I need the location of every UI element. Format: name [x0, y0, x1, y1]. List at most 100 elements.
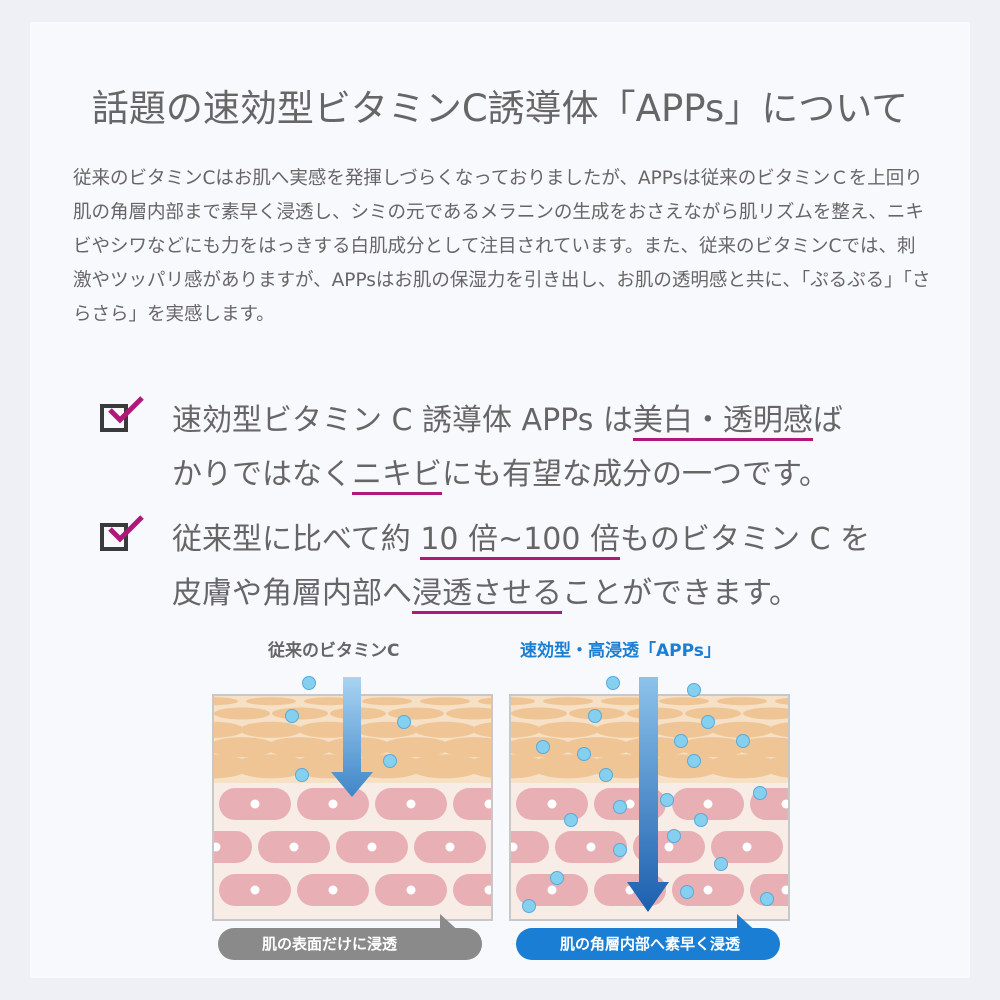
- skin-cell-upper: [769, 722, 788, 738]
- skin-cell-upper: [763, 755, 788, 778]
- cell-nucleus: [328, 799, 338, 809]
- skin-cell-upper: [653, 721, 715, 738]
- cell-nucleus: [703, 885, 713, 895]
- cell-nucleus: [742, 842, 752, 852]
- vitamin-particle: [701, 715, 715, 729]
- skin-cell: [213, 831, 252, 863]
- skin-cell-upper: [711, 721, 773, 738]
- skin-cell-upper: [511, 707, 567, 720]
- vitamin-particle: [606, 676, 620, 690]
- skin-cell: [141, 874, 213, 906]
- cell-nucleus: [445, 842, 455, 852]
- skin-cell-upper: [304, 697, 354, 706]
- skin-cell: [867, 831, 939, 863]
- skin-cell-upper: [130, 697, 180, 705]
- shallow-arrow-icon: [331, 677, 373, 797]
- vitamin-particle: [599, 768, 613, 782]
- cell-nucleus: [289, 842, 299, 852]
- skin-cell-upper: [213, 737, 276, 758]
- checkbox-icon: [100, 404, 128, 432]
- vitamin-particle: [667, 829, 681, 843]
- skin-cell-upper: [647, 754, 721, 779]
- skin-cell-upper: [414, 721, 476, 738]
- skin-cell-upper: [246, 697, 296, 706]
- cell-nucleus: [547, 885, 557, 895]
- checkmark-icon: [108, 515, 144, 543]
- cell-nucleus: [173, 800, 182, 809]
- skin-cell-upper: [466, 754, 492, 778]
- cell-nucleus: [510, 842, 518, 852]
- skin-cell-upper: [537, 721, 599, 738]
- cell-nucleus: [781, 885, 788, 895]
- bullet-text: 速効型ビタミン C 誘導体 APPs は: [172, 403, 633, 438]
- cell-nucleus: [860, 886, 869, 895]
- vitamin-particle: [550, 871, 564, 885]
- vitamin-particle: [660, 793, 674, 807]
- vitamin-particle: [295, 768, 309, 782]
- diagram-left-label: 従来のビタミンC: [268, 641, 400, 661]
- skin-cell: [453, 874, 492, 906]
- skin-cell: [828, 788, 900, 820]
- bullet-2: 従来型に比べて約 10 倍~100 倍ものビタミン C を 皮膚や角層内部へ浸透…: [100, 513, 900, 623]
- skin-cell-upper: [801, 708, 857, 720]
- vitamin-particle: [588, 709, 602, 723]
- cell-nucleus: [664, 842, 674, 852]
- cell-nucleus: [250, 885, 260, 895]
- skin-cell-upper: [440, 737, 492, 758]
- cell-nucleus: [406, 885, 416, 895]
- skin-cell-upper: [743, 707, 788, 720]
- bullet-text: にも有望な成分の一つです。: [442, 457, 829, 492]
- cell-nucleus: [703, 799, 713, 809]
- skin-cell-upper: [795, 737, 863, 757]
- skin-cell-upper: [685, 707, 741, 720]
- vitamin-particle: [687, 683, 701, 697]
- bullet-text: 従来型に比べて約: [172, 522, 421, 557]
- vitamin-particle: [302, 676, 316, 690]
- skin-cell-upper: [388, 707, 444, 720]
- skin-cell-upper: [213, 697, 238, 706]
- vitamin-particle: [753, 786, 767, 800]
- vitamin-particle: [760, 892, 774, 906]
- skin-cell-upper: [240, 721, 302, 738]
- skin-cell-upper: [408, 754, 482, 779]
- bullet-text: かりではなく: [172, 457, 352, 492]
- skin-cell-upper: [679, 737, 747, 758]
- skin-panel-right: [510, 695, 939, 920]
- skin-cell: [828, 874, 900, 906]
- vitamin-particle: [736, 734, 750, 748]
- vitamin-particle: [397, 715, 411, 729]
- skin-cell-upper: [510, 721, 541, 738]
- vitamin-particle: [522, 899, 536, 913]
- cell-nucleus: [173, 886, 182, 895]
- vitamin-particle: [577, 747, 591, 761]
- skin-panel-left: [130, 695, 492, 920]
- highlight-text: 美白・透明感: [632, 403, 813, 441]
- vitamin-particle: [383, 754, 397, 768]
- highlight-text: 10 倍~100 倍: [420, 522, 620, 560]
- cell-nucleus: [328, 885, 338, 895]
- vitamin-particle: [285, 709, 299, 723]
- vitamin-particle: [680, 885, 694, 899]
- skin-cell-upper: [563, 737, 631, 758]
- skin-cell-upper: [472, 722, 492, 738]
- skin-cell-upper: [510, 697, 535, 706]
- cell-nucleus: [781, 799, 788, 809]
- vitamin-particle: [613, 843, 627, 857]
- skin-cell-upper: [272, 707, 328, 720]
- cell-nucleus: [213, 842, 221, 852]
- bullet-1: 速効型ビタミン C 誘導体 APPs は美白・透明感ば かりではなくニキビにも有…: [100, 394, 900, 504]
- skin-cell-upper: [382, 737, 450, 758]
- cell-nucleus: [406, 799, 416, 809]
- skin-cell-upper: [775, 697, 788, 705]
- cell-nucleus: [821, 843, 830, 852]
- cell-nucleus: [484, 885, 492, 895]
- skin-cell-upper: [543, 697, 593, 706]
- bullet-text: ものビタミン C を: [620, 522, 871, 557]
- skin-cell-upper: [156, 708, 212, 720]
- cell-nucleus: [367, 842, 377, 852]
- bullet-text: 皮膚や角層内部へ: [172, 576, 412, 611]
- skin-cell-upper: [478, 697, 492, 705]
- vitamin-particle: [694, 813, 708, 827]
- cell-nucleus: [860, 800, 869, 809]
- vitamin-particle: [687, 754, 701, 768]
